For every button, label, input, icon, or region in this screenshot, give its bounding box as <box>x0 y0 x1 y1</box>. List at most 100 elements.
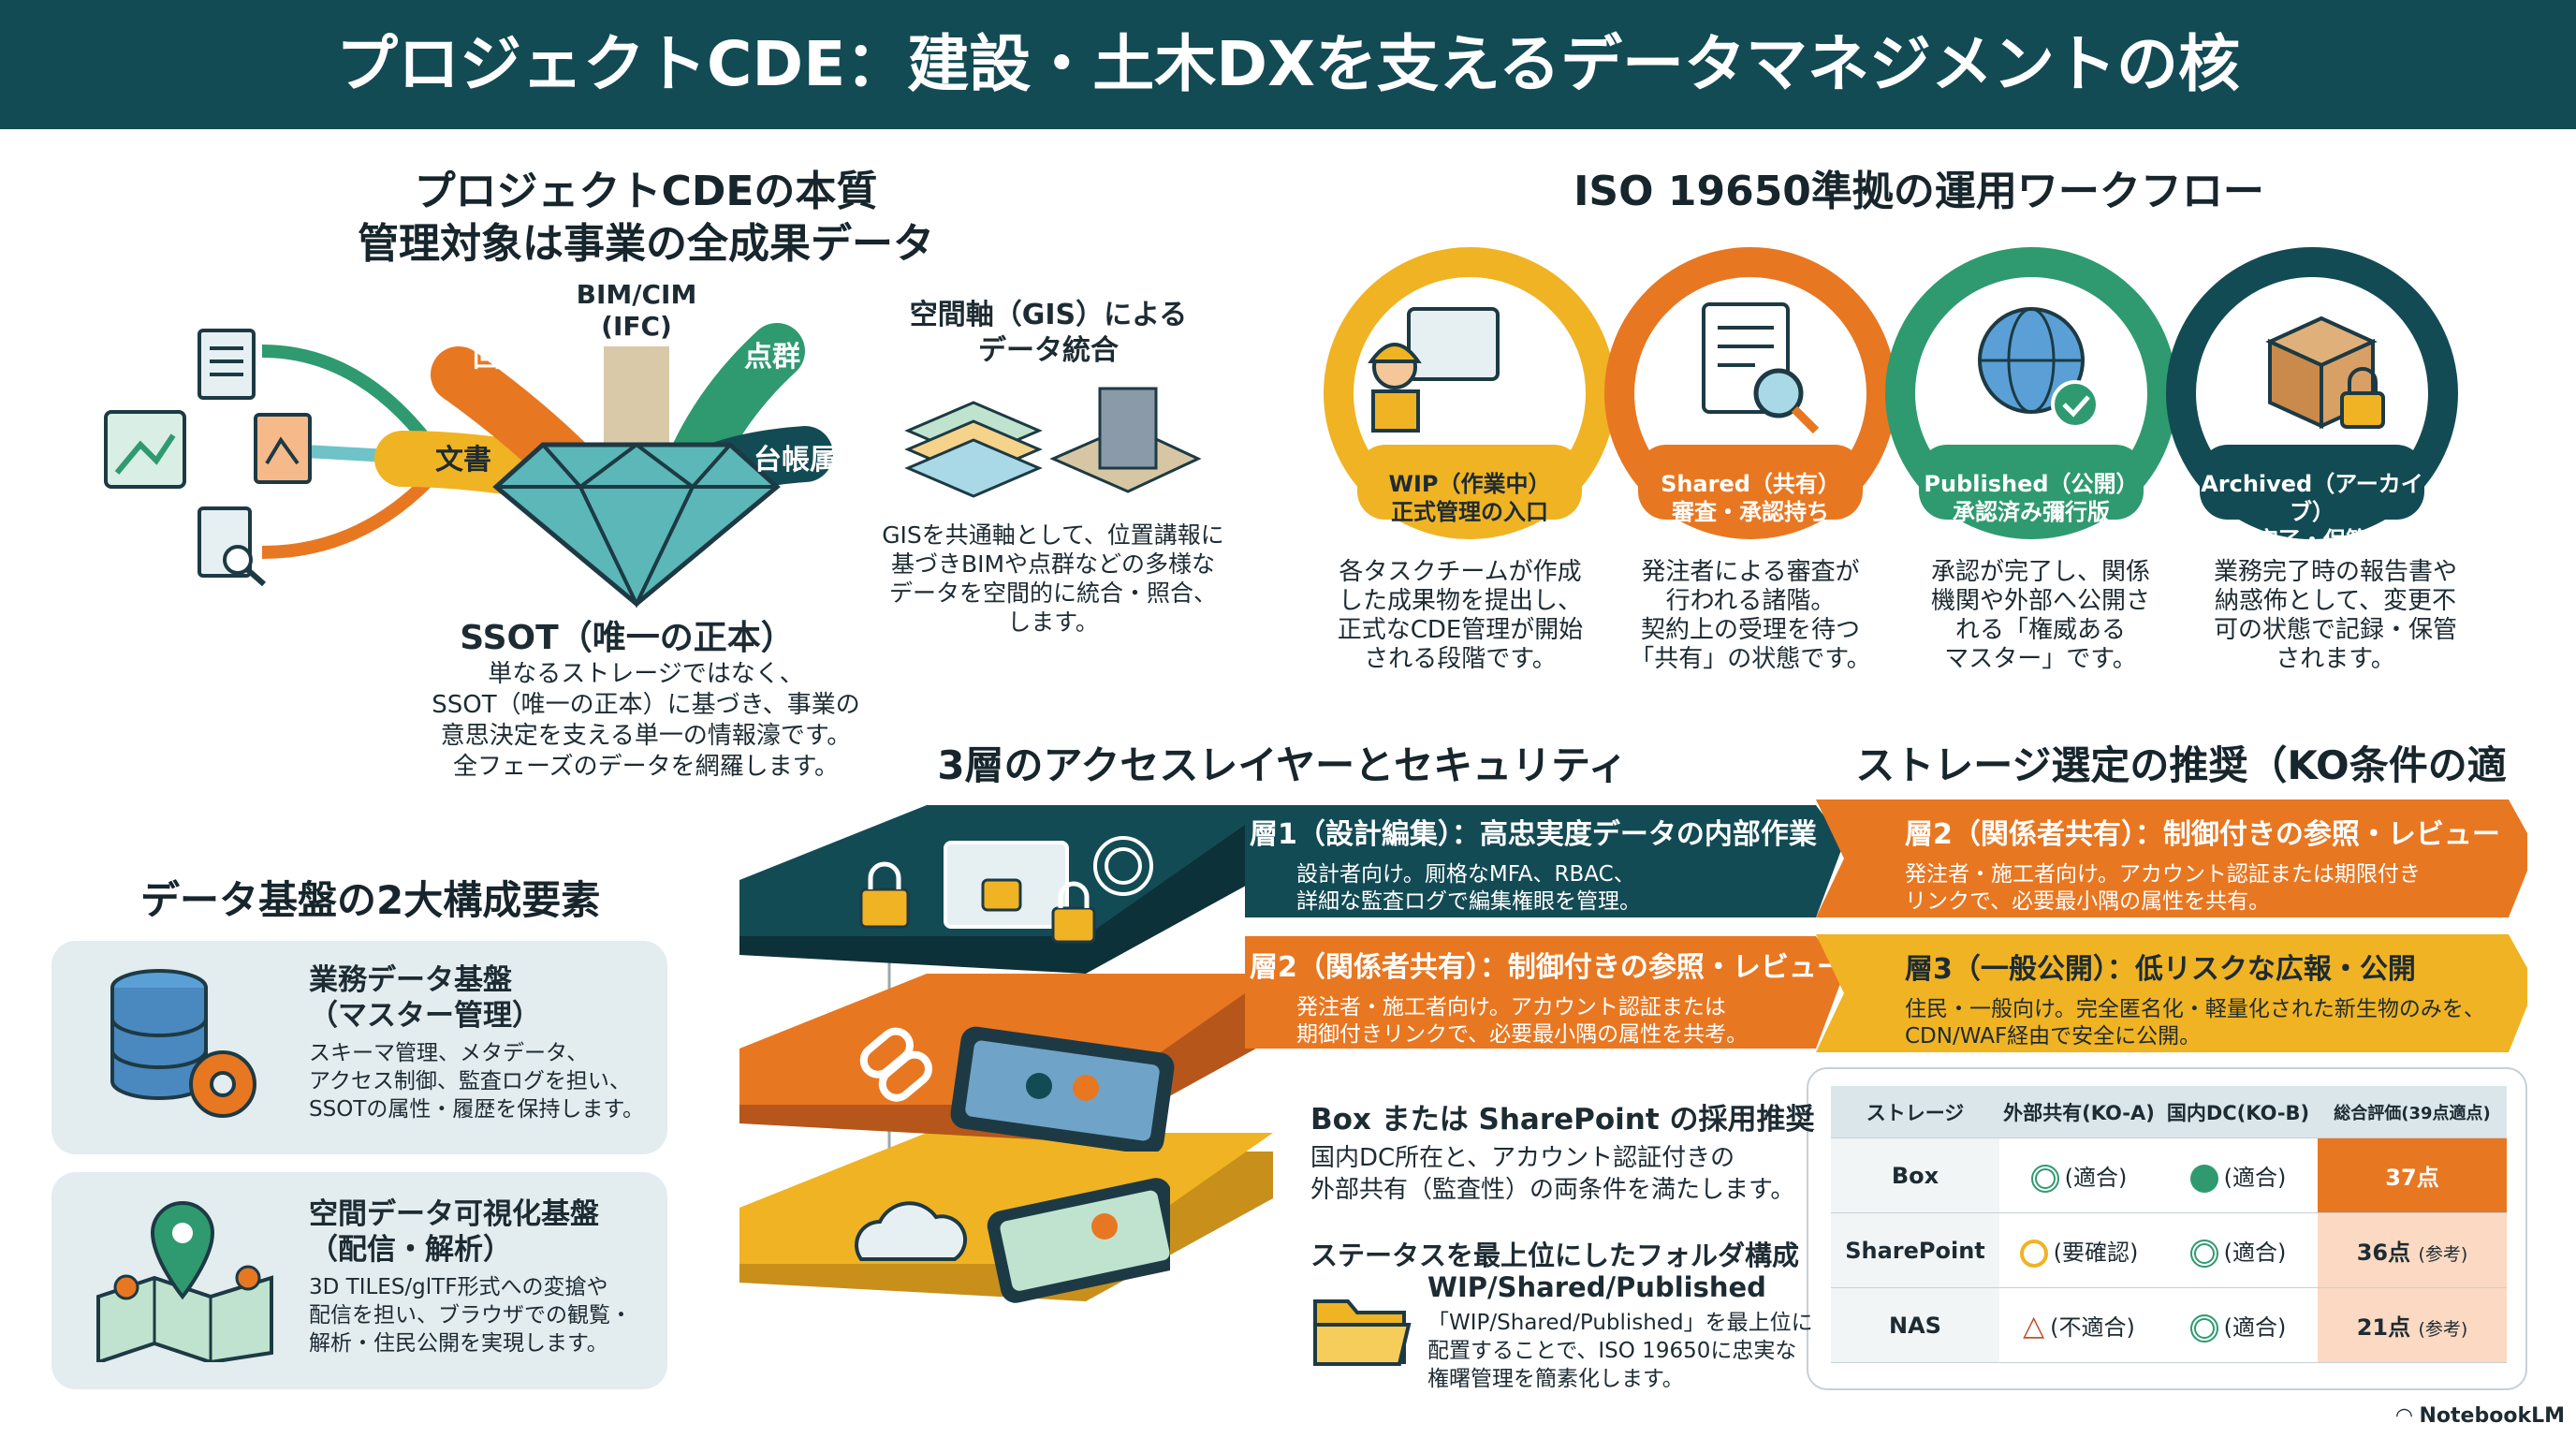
cloud-map-icons <box>855 1178 1170 1303</box>
page-title: プロジェクトCDE：建設・土木DXを支えるデータマネジメントの核 <box>336 28 2240 100</box>
score: 36点 <box>2356 1240 2411 1266</box>
footer-brand: ◠ NotebookLM <box>2387 1404 2565 1428</box>
essence-diagram <box>261 323 833 609</box>
document-icon <box>198 329 256 400</box>
layer2-banner: 層2（関係者共有）：制御付きの参照・レビュー 発注者・施工者向け。アカウント認証… <box>1250 944 1845 1049</box>
ko-a-status: (要確認) <box>2053 1239 2139 1266</box>
notebooklm-logo-icon: ◠ <box>2395 1404 2420 1428</box>
recommend-body: 国内DC所在と、アカウント認証付きの 外部共有（監査性）の両条件を満たします。 <box>1310 1144 1795 1204</box>
right-layer3-body: 住民・一般向け。完全匿名化・軽量化された新生物のみを、 CDN/WAF経由で安全… <box>1905 997 2485 1049</box>
gis-layers-icon <box>904 387 1202 498</box>
folder-subtitle: WIP/Shared/Published <box>1427 1271 1766 1303</box>
check-circle-icon <box>2189 1164 2218 1193</box>
security-lock-icons <box>859 836 1153 944</box>
ssot-title: SSOT（唯一の正本） <box>460 619 795 657</box>
ko-b-cell: (適合) <box>2159 1138 2318 1213</box>
table-row: NAS △(不適合) (適合) 21点 (参考) <box>1831 1288 2507 1363</box>
stage-wip-caption: WIP（作業中） 正式管理の入口 <box>1388 471 1551 525</box>
stage-wip-body: 各タスクチームが作成 した成果物を提出し、 正式なCDE管理が開始 される段階で… <box>1337 558 1584 673</box>
ssot-body: 単なるストレージではなく、 SSOT（唯一の正本）に基づき、事業の 意思決定を支… <box>432 660 860 781</box>
gis-body: GISを共通軸として、位置講報に 基づきBIMや点群などの多様な データを空間的… <box>882 521 1224 636</box>
label-points: 点群 <box>744 341 800 374</box>
title-bar <box>0 0 2576 129</box>
right-layer2-title: 層2（関係者共有）：制御付きの参照・レビュー <box>1905 818 2500 851</box>
database-gear-icon <box>110 969 256 1118</box>
label-drawing: 回面 <box>473 341 529 374</box>
ko-b-cell: (適合) <box>2159 1213 2318 1288</box>
double-circle-icon <box>2030 1164 2059 1193</box>
card-spatial-title: 空間データ可視化基盤 （配信・解析） <box>309 1197 599 1267</box>
table-header: 外部共有(KO-A) <box>1999 1086 2159 1138</box>
storage-name: Box <box>1831 1138 1999 1213</box>
table-header: 総合評価(39点適点) <box>2318 1086 2507 1138</box>
stage-published-body: 承認が完了し、関係 機関や外部へ公開さ れる「権威ある マスター」です。 <box>1930 558 2150 673</box>
double-circle-icon <box>2189 1239 2218 1268</box>
ko-a-status: (不適合) <box>2050 1313 2135 1341</box>
score: 21点 <box>2356 1314 2411 1341</box>
stage-shared-caption: Shared（共有） 審査・承認持ち <box>1661 471 1840 525</box>
worker-computer-icon <box>1368 307 1500 433</box>
essence-title-1: プロジェクトCDEの本質 <box>414 168 878 215</box>
folder-title: ステータスを最上位にしたフォルダ構成 <box>1310 1240 1800 1271</box>
foundation-title: データ基盤の2大構成要素 <box>140 877 601 923</box>
score-cell: 21点 (参考) <box>2318 1288 2507 1363</box>
stage-published-caption: Published（公開） 承認済み彌行版 <box>1924 471 2139 525</box>
archive-box-lock-icon <box>2265 315 2385 430</box>
folder-body: 「WIP/Shared/Published」を最上位に 配置することで、ISO … <box>1427 1311 1813 1391</box>
layer1-title: 層1（設計編集）：高忠実度データの内部作業 <box>1250 818 1817 851</box>
storage-table-panel: ストレージ 外部共有(KO-A) 国内DC(KO-B) 総合評価(39点適点) … <box>1807 1067 2527 1390</box>
layer2-title: 層2（関係者共有）：制御付きの参照・レビュー <box>1250 951 1845 984</box>
table-row: Box (適合) (適合) 37点 <box>1831 1138 2507 1213</box>
ko-a-cell: (適合) <box>1999 1138 2159 1213</box>
score-tag: (参考) <box>2418 1244 2468 1265</box>
score-cell: 36点 (参考) <box>2318 1213 2507 1288</box>
storage-name: SharePoint <box>1831 1213 1999 1288</box>
card-master-body: スキーマ管理、メタデータ、 アクセス制御、監査ログを担い、 SSOTの属性・履歴… <box>309 1041 645 1122</box>
access-title: 3層のアクセスレイヤーとセキュリティ <box>937 742 1628 788</box>
ko-b-status: (適合) <box>2223 1164 2287 1191</box>
ko-a-cell: △(不適合) <box>1999 1288 2159 1363</box>
card-master-title: 業務データ基盤 （マスター管理） <box>309 963 541 1033</box>
workflow-title: ISO 19650準拠の運用ワークフロー <box>1573 168 2264 215</box>
label-ledger: 台帳属性 <box>754 444 866 477</box>
ko-a-cell: (要確認) <box>1999 1213 2159 1288</box>
table-row: SharePoint (要確認) (適合) 36点 (参考) <box>1831 1213 2507 1288</box>
stage-archived-body: 業務完了時の報告書や 納惑佈として、変更不 可の状態で記録・保管 されます。 <box>2213 558 2457 673</box>
table-header: 国内DC(KO-B) <box>2159 1086 2318 1138</box>
gis-title: 空間軸（GIS）による データ統合 <box>909 299 1188 367</box>
layer1-body: 設計者向け。厠格なMFA、RBAC、 詳細な監査ログで編集権眼を管理。 <box>1296 862 1641 914</box>
score: 37点 <box>2385 1165 2439 1191</box>
globe-check-icon <box>1978 307 2100 429</box>
layer2-body: 発注者・施工者向け。アカウント認証または 期御付きリンクで、必要最小隅の属性を共… <box>1296 995 1749 1047</box>
stage-shared-body: 発注者による審査が 行われる諸階。 契約上の受理を待つ 「共有」の状態です。 <box>1630 558 1871 673</box>
layer1-banner: 層1（設計編集）：高忠実度データの内部作業 設計者向け。厠格なMFA、RBAC、… <box>1250 811 1830 916</box>
ko-b-status: (適合) <box>2223 1313 2287 1341</box>
score-tag: (参考) <box>2418 1319 2468 1340</box>
essence-title-2: 管理対象は事業の全成果データ <box>358 220 934 268</box>
circle-icon <box>2019 1239 2048 1268</box>
folder-icon <box>1313 1299 1412 1366</box>
table-header-row: ストレージ 外部共有(KO-A) 国内DC(KO-B) 総合評価(39点適点) <box>1831 1086 2507 1138</box>
link-share-icons <box>859 1026 1175 1152</box>
ko-a-status: (適合) <box>2064 1164 2128 1191</box>
double-circle-icon <box>2189 1313 2218 1343</box>
right-layer2-body: 発注者・施工者向け。アカウント認証または期限付き リンクで、必要最小隅の属性を共… <box>1905 862 2421 914</box>
label-bim: BIM/CIM (IFC) <box>576 279 697 342</box>
label-docs: 文書 <box>435 444 491 477</box>
ko-b-status: (適合) <box>2223 1239 2287 1266</box>
recommend-title: Box または SharePoint の採用推奨 <box>1310 1103 1815 1137</box>
drawing-file-icon <box>254 413 312 484</box>
table-header: ストレージ <box>1831 1086 1999 1138</box>
map-document-icon <box>104 410 186 489</box>
stage-archived-caption: Archived（アーカイブ） 完了・保管 <box>2201 471 2423 553</box>
right-layer2-banner: 層2（関係者共有）：制御付きの参照・レビュー 発注者・施工者向け。アカウント認証… <box>1905 811 2513 916</box>
card-spatial-body: 3D TILES/glTF形式への変搶や 配信を担い、ブラウザでの観覧・ 解析・… <box>309 1275 632 1356</box>
search-document-icon <box>198 506 266 587</box>
storage-table: ストレージ 外部共有(KO-A) 国内DC(KO-B) 総合評価(39点適点) … <box>1831 1086 2507 1363</box>
storage-name: NAS <box>1831 1288 1999 1363</box>
ko-b-cell: (適合) <box>2159 1288 2318 1363</box>
right-banners <box>1816 800 2527 1052</box>
triangle-icon: △ <box>2023 1309 2045 1343</box>
brand-name: NotebookLM <box>2419 1404 2565 1428</box>
score-cell: 37点 <box>2318 1138 2507 1213</box>
